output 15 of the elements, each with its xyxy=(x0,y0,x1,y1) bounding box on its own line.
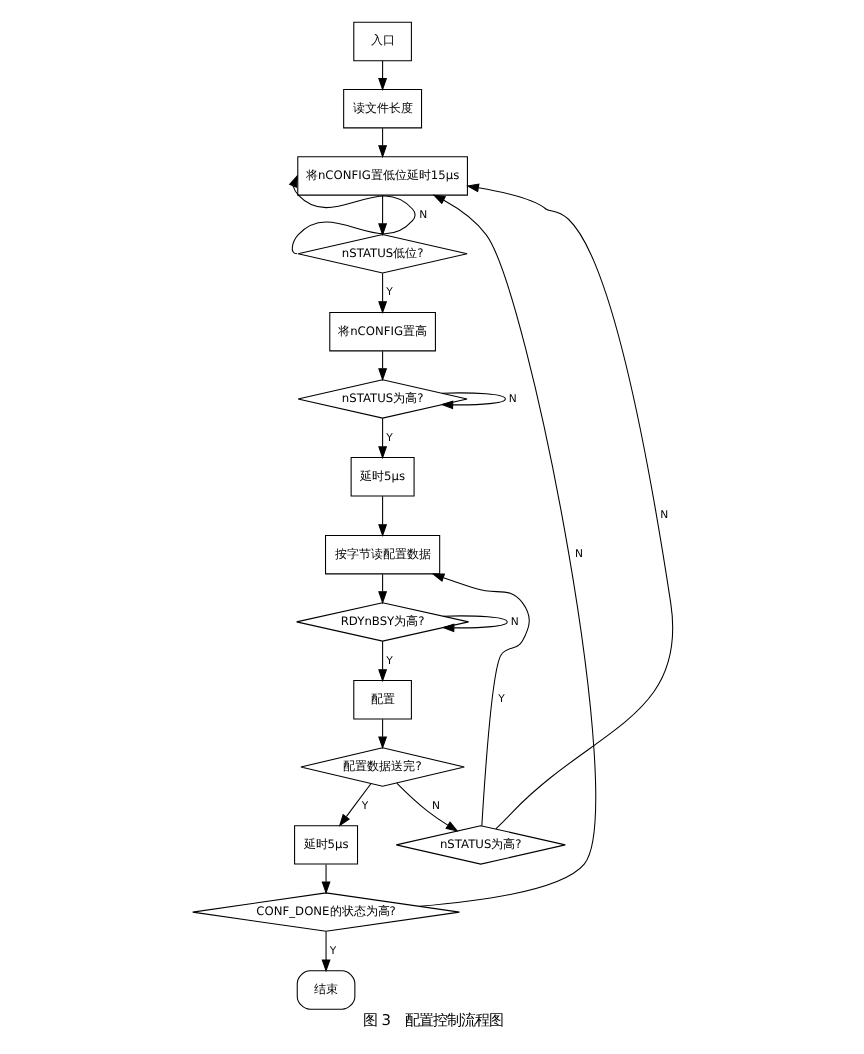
arrow xyxy=(395,781,458,831)
arrow xyxy=(377,639,387,682)
arrow xyxy=(440,614,507,632)
arrow xyxy=(430,572,529,826)
arrow xyxy=(377,416,387,459)
arrow xyxy=(377,494,387,537)
arrow xyxy=(377,193,387,236)
arrow xyxy=(337,782,371,826)
arrow xyxy=(439,391,505,409)
arrow xyxy=(465,182,673,829)
arrow xyxy=(377,271,387,314)
arrow xyxy=(320,862,330,894)
arrow xyxy=(320,929,330,972)
arrow xyxy=(418,193,596,906)
arrow xyxy=(287,173,415,254)
